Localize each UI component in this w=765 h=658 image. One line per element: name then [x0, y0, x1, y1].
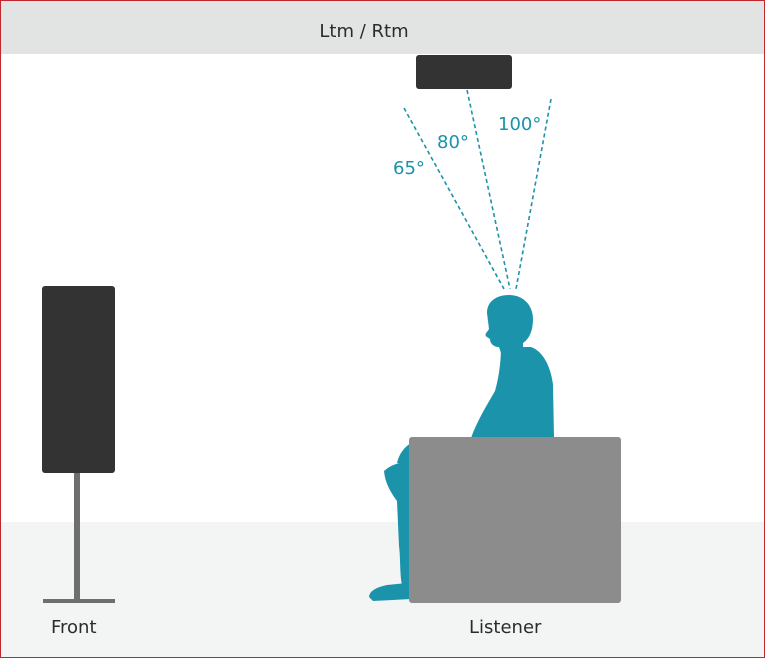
front-speaker: [42, 286, 115, 603]
angle-line-80: [466, 89, 511, 290]
chair: [409, 437, 621, 603]
angle-label-65: 65°: [393, 158, 425, 179]
ceiling-band: [1, 1, 764, 54]
front-label: Front: [51, 617, 97, 638]
angle-label-100: 100°: [498, 114, 542, 135]
angle-label-80: 80°: [437, 132, 469, 153]
ceiling-speaker: [416, 55, 512, 89]
ceiling-speaker-title: Ltm / Rtm: [319, 21, 409, 42]
listener-label: Listener: [469, 617, 542, 638]
